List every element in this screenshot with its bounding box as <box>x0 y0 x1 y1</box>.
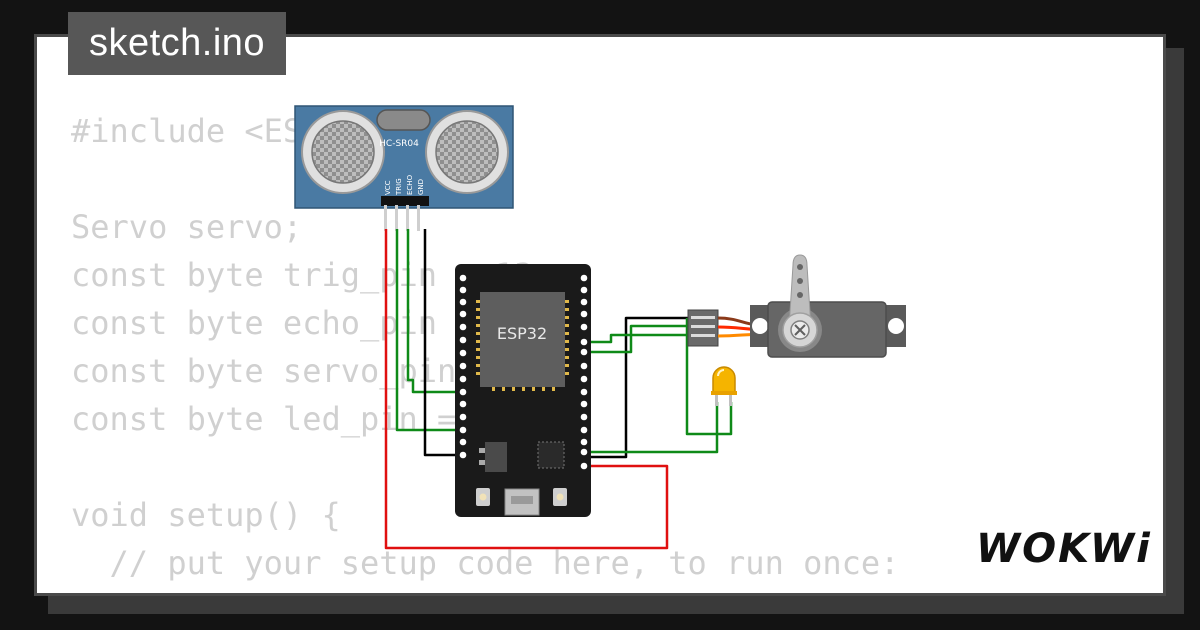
wire-servo-gnd-black <box>584 316 695 459</box>
esp32-label: ESP32 <box>497 324 547 343</box>
sensor-transducer-right <box>425 110 509 194</box>
close-icon <box>794 324 806 336</box>
wire-led-cathode-green <box>685 318 733 436</box>
wokwi-logo: WOKWi <box>976 526 1152 572</box>
sensor-pin-label-trig: TRIG <box>395 178 403 196</box>
wire-led-anode-green <box>584 402 719 454</box>
wire-servo-signal-green <box>584 333 695 344</box>
esp32-usb-chip <box>537 441 565 469</box>
wire-echo-green <box>406 229 463 394</box>
led[interactable] <box>711 366 737 406</box>
esp32-left-header <box>459 274 467 459</box>
wire-vcc-red <box>384 229 669 550</box>
esp32-right-header <box>580 274 588 470</box>
sensor-pin-headers <box>381 196 429 231</box>
sensor-model-label: HC-SR04 <box>379 139 419 149</box>
servo-connector-pins <box>691 316 715 337</box>
code-line-3: Servo servo; <box>71 208 303 246</box>
esp32-module-pins <box>476 300 569 391</box>
esp32-board[interactable]: ESP32 <box>455 264 591 517</box>
wire-servo-power-green <box>584 324 695 354</box>
esp32-regulator <box>479 442 507 472</box>
wire-gnd-black <box>423 229 463 457</box>
code-line-9: void setup() { <box>71 496 341 534</box>
sensor-pin-label-echo: ECHO <box>406 174 414 195</box>
usb-port-icon <box>504 488 540 516</box>
file-tab[interactable]: sketch.ino <box>68 12 286 75</box>
sensor-transducer-left <box>301 110 385 194</box>
wire-trig-green <box>395 229 463 432</box>
sensor-pin-label-vcc: VCC <box>384 180 392 195</box>
sensor-pin-label-gnd: GND <box>417 179 425 195</box>
esp32-button-right[interactable] <box>553 488 567 506</box>
servo-motor[interactable] <box>687 254 906 358</box>
esp32-button-left[interactable] <box>476 488 490 506</box>
code-line-10: // put your setup code here, to run once… <box>71 544 900 582</box>
wires <box>384 229 733 550</box>
ultrasonic-sensor[interactable]: HC-SR04 VCC TRIG ECHO GND <box>294 105 514 231</box>
